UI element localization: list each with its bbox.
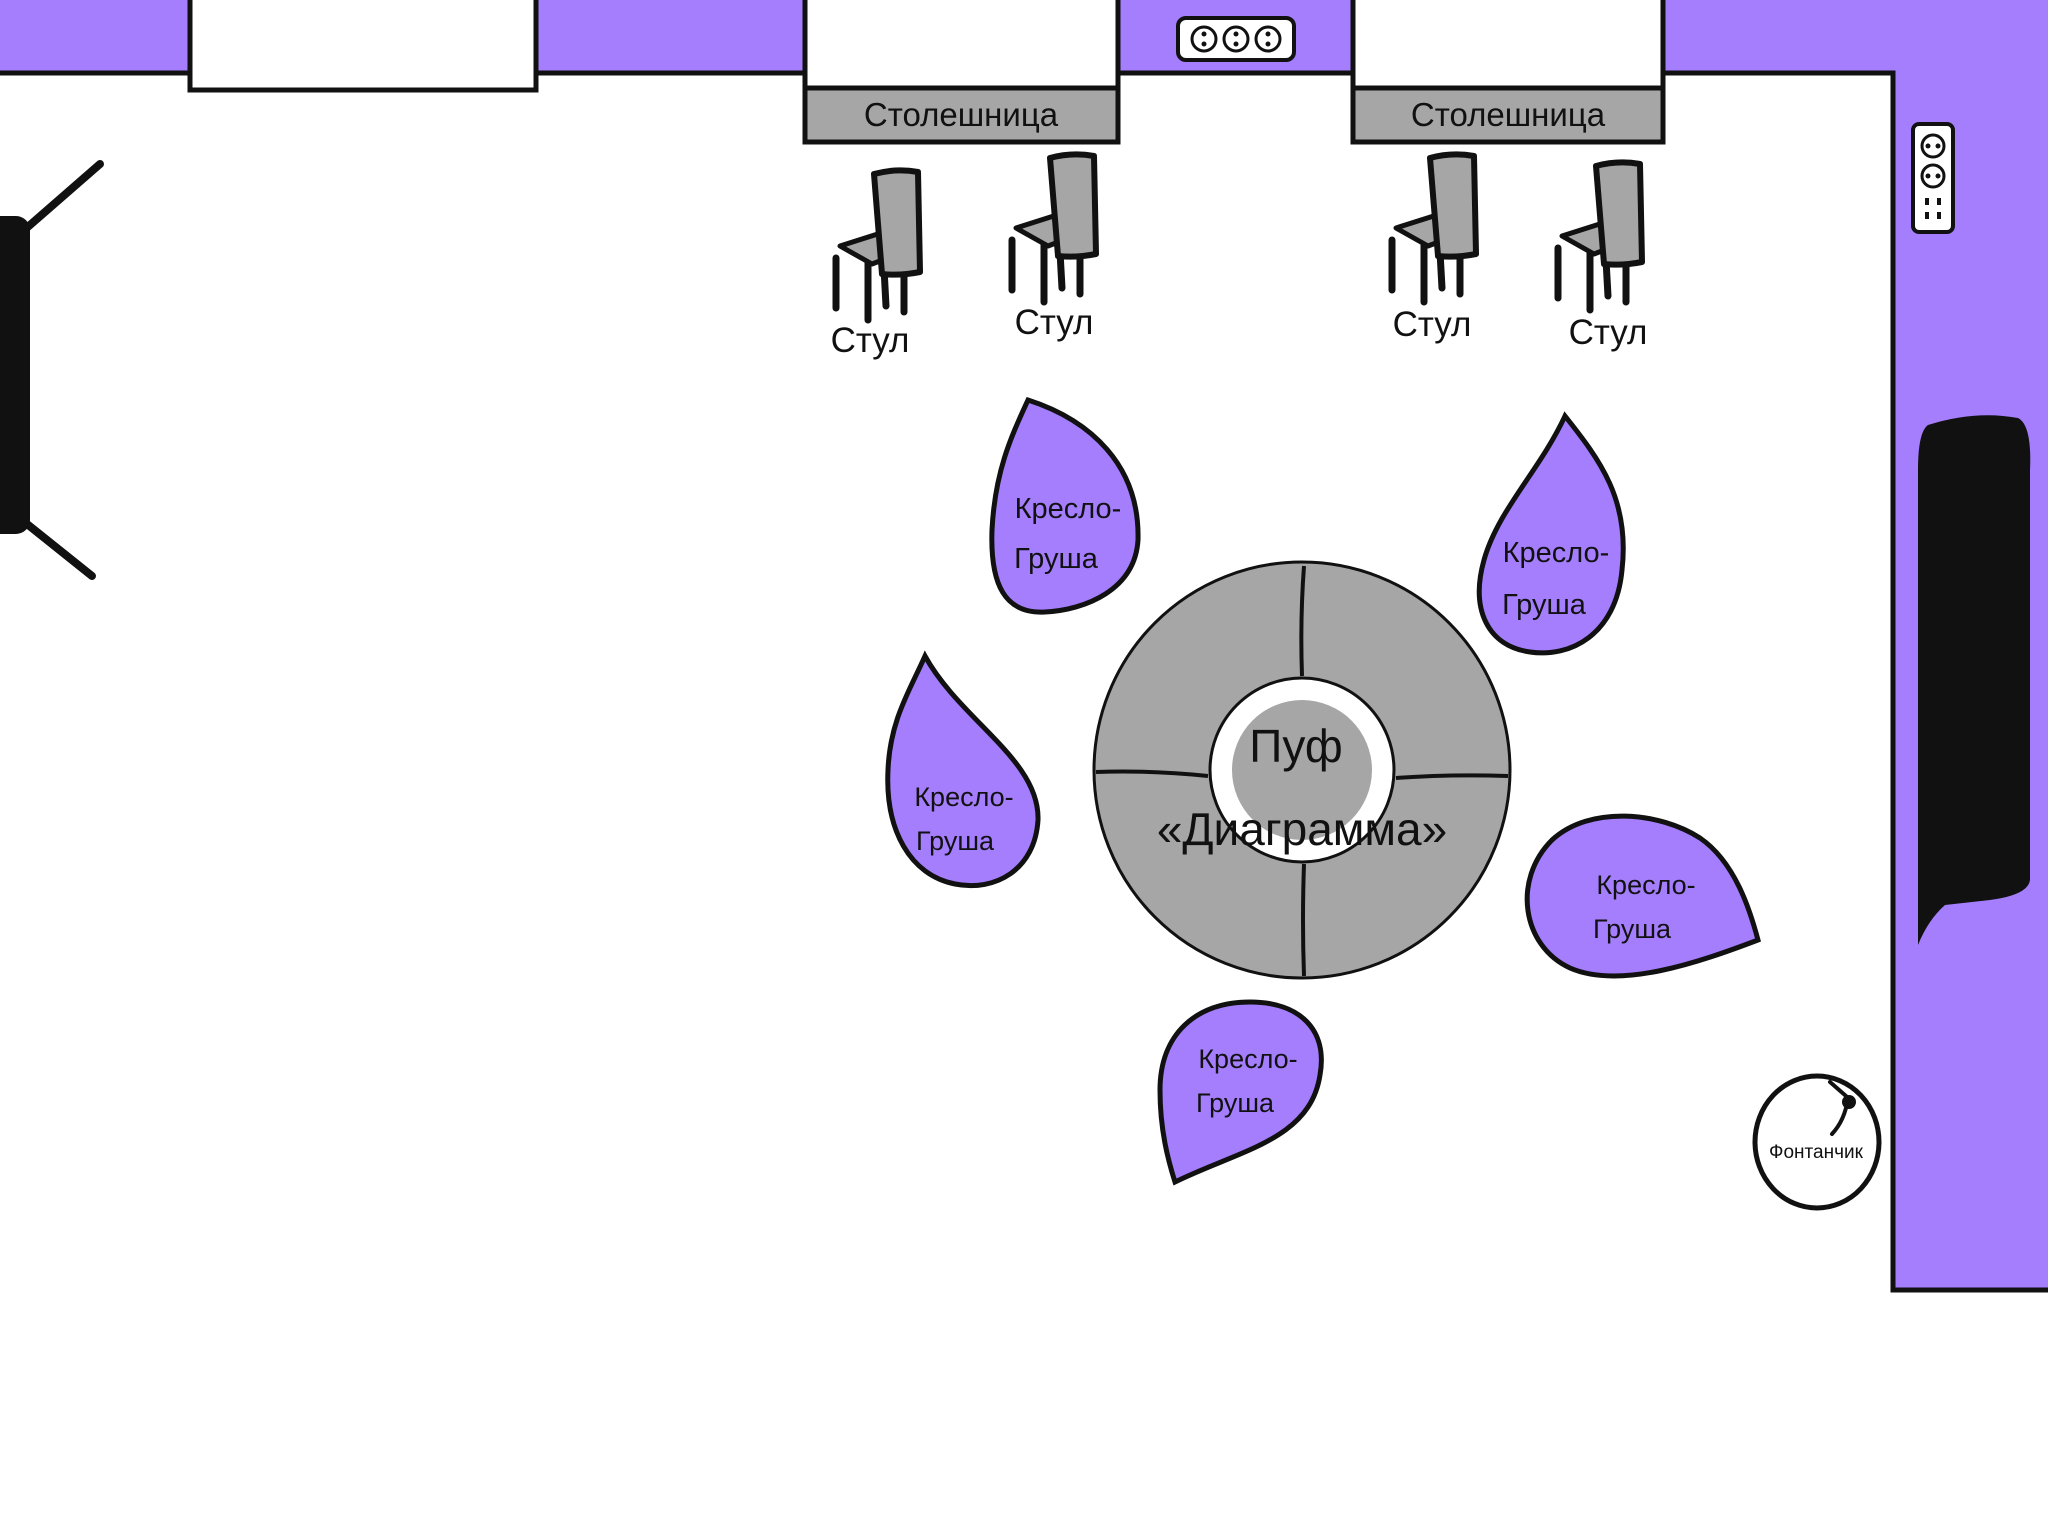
wall-inner-edge — [0, 70, 2048, 1293]
beanbag-label: Груша — [1502, 589, 1587, 621]
countertop-label: Столешница — [1411, 96, 1606, 133]
chair-label: Стул — [1015, 303, 1094, 342]
beanbag-chair: Кресло- Груша — [989, 396, 1141, 615]
beanbag-label: Кресло- — [1198, 1044, 1297, 1074]
beanbag-chair: Кресло- Груша — [1157, 999, 1324, 1186]
window-2 — [802, 0, 1121, 93]
chair-label: Стул — [831, 321, 910, 360]
water-fountain-icon: Фонтанчик — [1752, 1073, 1882, 1211]
chair-label: Стул — [1393, 305, 1472, 344]
beanbag-label: Груша — [916, 826, 995, 856]
beanbag-label: Груша — [1593, 914, 1672, 944]
chair-label: Стул — [1569, 313, 1648, 352]
walls — [0, 0, 2048, 1293]
tv-screen-icon — [1918, 415, 2031, 945]
chair-icon — [1008, 151, 1099, 306]
window-1 — [187, 0, 539, 93]
beanbag-chair: Кресло- Груша — [1476, 411, 1626, 656]
beanbag-chair: Кресло- Груша — [885, 650, 1041, 889]
chair-group: Стул Стул Стул Стул — [831, 151, 1648, 360]
beanbag-label: Кресло- — [1503, 537, 1610, 569]
chair-icon — [1388, 151, 1479, 306]
beanbag-label: Груша — [1196, 1088, 1275, 1118]
pouf-label: Пуф — [1249, 720, 1342, 772]
beanbag-label: Кресло- — [1596, 870, 1695, 900]
countertop-label: Столешница — [864, 96, 1059, 133]
power-outlet-icon — [1176, 16, 1296, 62]
beanbag-label: Груша — [1014, 543, 1099, 575]
countertop-2: Столешница — [1350, 85, 1666, 145]
fountain-label: Фонтанчик — [1769, 1142, 1864, 1163]
tv-screen-icon — [0, 160, 104, 580]
pouf-diagram: Пуф «Диаграмма» — [1092, 560, 1512, 980]
beanbag-label: Кресло- — [914, 782, 1013, 812]
beanbag-chair: Кресло- Груша — [1524, 813, 1761, 979]
pouf-label: «Диаграмма» — [1157, 803, 1447, 855]
chair-icon — [832, 167, 923, 324]
power-outlet-icon — [1911, 122, 1955, 234]
beanbag-label: Кресло- — [1015, 493, 1122, 525]
window-3 — [1350, 0, 1666, 93]
chair-icon — [1554, 159, 1645, 314]
countertop-1: Столешница — [802, 85, 1121, 145]
windows — [187, 0, 1666, 93]
